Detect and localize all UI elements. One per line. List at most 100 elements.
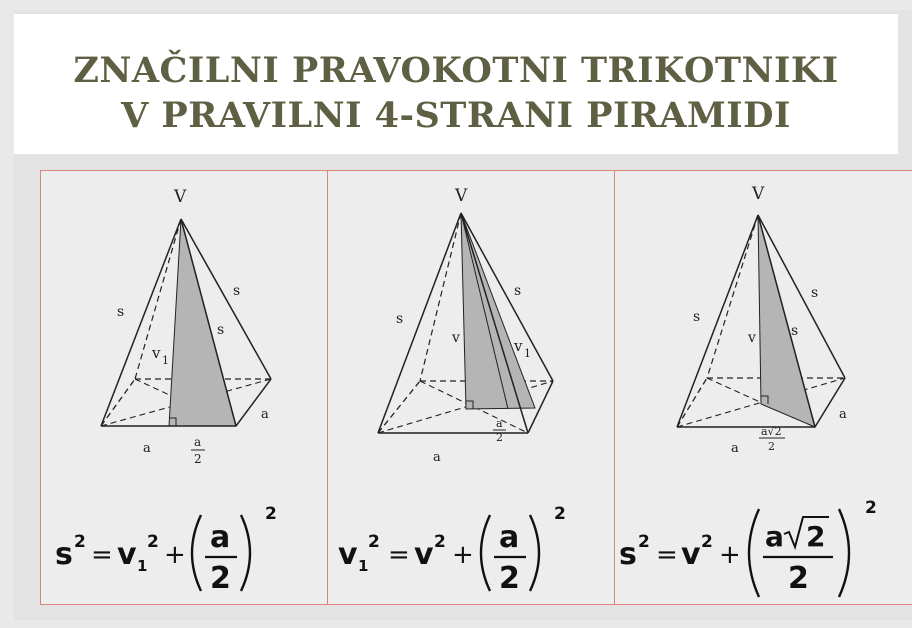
formula-plus: + xyxy=(452,540,474,570)
title-line-1: ZNAČILNI PRAVOKOTNI TRIKOTNIKI xyxy=(73,50,839,91)
formula-plus: + xyxy=(719,540,741,570)
title-box: ZNAČILNI PRAVOKOTNI TRIKOTNIKI V PRAVILN… xyxy=(14,14,898,154)
inner-line xyxy=(460,212,509,410)
label-a: a xyxy=(143,441,151,456)
label-half-den: 2 xyxy=(768,440,775,453)
label-v: v xyxy=(747,330,756,346)
paren-right xyxy=(528,514,541,592)
sqrt-sign xyxy=(783,516,829,551)
panel-slant-height: V s s s v 1 a a a 2 s 2 = v 1 2 + a 2 2 xyxy=(40,170,328,605)
vertex-label: V xyxy=(454,186,468,206)
formula-lhs: s xyxy=(55,537,73,572)
pyramid-diagram-1: V s s s v 1 a a a 2 xyxy=(100,187,272,466)
base-edge xyxy=(235,378,272,427)
base-edge xyxy=(814,377,846,428)
formula-eq: = xyxy=(91,540,113,570)
formula-frac-num-root: 2 xyxy=(806,520,825,553)
panels: V s s s v 1 a a a 2 s 2 = v 1 2 + a 2 2 xyxy=(40,170,912,605)
label-half-num: a√2 xyxy=(761,425,782,438)
vertex-label: V xyxy=(173,187,187,207)
label-s: s xyxy=(514,283,521,299)
base-edge-hidden xyxy=(676,377,708,428)
label-s: s xyxy=(117,304,124,320)
formula-outer-exp: 2 xyxy=(865,498,877,518)
right-angle-mark xyxy=(466,400,474,409)
right-triangle xyxy=(460,212,536,410)
formula-2: v 1 2 = v 2 + a 2 2 xyxy=(338,504,566,596)
formula-exp: 2 xyxy=(638,532,650,552)
right-angle-mark xyxy=(169,417,177,426)
formula-eq: = xyxy=(656,540,678,570)
paren-right xyxy=(837,508,851,598)
base-edge-hidden xyxy=(100,378,136,427)
formula-term1: v xyxy=(414,537,434,572)
label-half-num: a xyxy=(496,417,503,430)
label-half-den: 2 xyxy=(496,431,503,444)
paren-left xyxy=(190,514,203,592)
formula-frac-den: 2 xyxy=(210,561,231,596)
formula-exp: 2 xyxy=(368,532,380,552)
formula-term1-exp: 2 xyxy=(434,532,446,552)
label-s: s xyxy=(791,323,798,339)
edge xyxy=(100,218,182,427)
label-a: a xyxy=(731,441,739,456)
formula-3: s 2 = v 2 + a 2 2 2 xyxy=(619,498,877,598)
base-edge xyxy=(527,380,554,434)
title-line-2: V PRAVILNI 4-STRANI PIRAMIDI xyxy=(121,95,791,136)
formula-lhs: s xyxy=(619,537,637,572)
formula-frac-num-a: a xyxy=(765,520,784,553)
label-a: a xyxy=(433,450,441,465)
pyramid-diagram-2: V s s v v 1 a a 2 xyxy=(377,186,554,465)
formula-term1-exp: 2 xyxy=(147,532,159,552)
formula-frac-den: 2 xyxy=(788,561,809,596)
formula-term1: v xyxy=(117,537,137,572)
edge-hidden xyxy=(419,212,462,382)
formula-plus: + xyxy=(164,540,186,570)
label-s: s xyxy=(217,322,224,338)
vertex-label: V xyxy=(751,184,765,204)
edge xyxy=(676,214,759,428)
panel-height: V s s v v 1 a a 2 v 1 2 = v 2 + a 2 2 xyxy=(327,170,615,605)
formula-lhs: v xyxy=(338,537,358,572)
edge xyxy=(377,212,462,434)
label-s: s xyxy=(396,311,403,327)
edge xyxy=(180,218,272,380)
base-diagonal xyxy=(676,377,846,428)
edge xyxy=(460,212,529,434)
label-s: s xyxy=(233,283,240,299)
label-v1-sub: 1 xyxy=(162,354,169,367)
paren-right xyxy=(239,514,252,592)
label-v1: v xyxy=(513,337,523,355)
label-a: a xyxy=(261,407,269,422)
base-edge-hidden xyxy=(377,380,421,434)
paren-left xyxy=(479,514,492,592)
label-v: v xyxy=(451,330,460,346)
edge-hidden xyxy=(134,218,182,380)
label-half-den: 2 xyxy=(194,452,202,466)
formula-frac-num: a xyxy=(210,520,230,555)
edge xyxy=(180,218,237,427)
formula-frac-num: a xyxy=(499,520,519,555)
formula-term1-exp: 2 xyxy=(701,532,713,552)
formula-exp: 2 xyxy=(74,532,86,552)
right-angle-mark xyxy=(761,395,769,404)
edge xyxy=(460,212,554,382)
formula-term1-sub: 1 xyxy=(137,557,147,575)
formula-frac-den: 2 xyxy=(499,561,520,596)
paren-left xyxy=(747,508,761,598)
label-s: s xyxy=(693,309,700,325)
formula-eq: = xyxy=(388,540,410,570)
formula-lhs-sub: 1 xyxy=(358,557,368,575)
label-a: a xyxy=(839,407,847,422)
label-v1: v xyxy=(151,344,161,362)
right-triangle xyxy=(168,218,237,427)
label-half-num: a xyxy=(194,435,201,449)
label-v1-sub: 1 xyxy=(524,347,531,360)
edge-hidden xyxy=(706,214,759,379)
pyramid-diagram-3: V s s s v a a a√2 2 xyxy=(676,184,847,456)
formula-term1: v xyxy=(681,537,701,572)
label-s: s xyxy=(811,285,818,301)
edge xyxy=(757,214,816,428)
formula-outer-exp: 2 xyxy=(265,504,277,524)
formula-outer-exp: 2 xyxy=(554,504,566,524)
